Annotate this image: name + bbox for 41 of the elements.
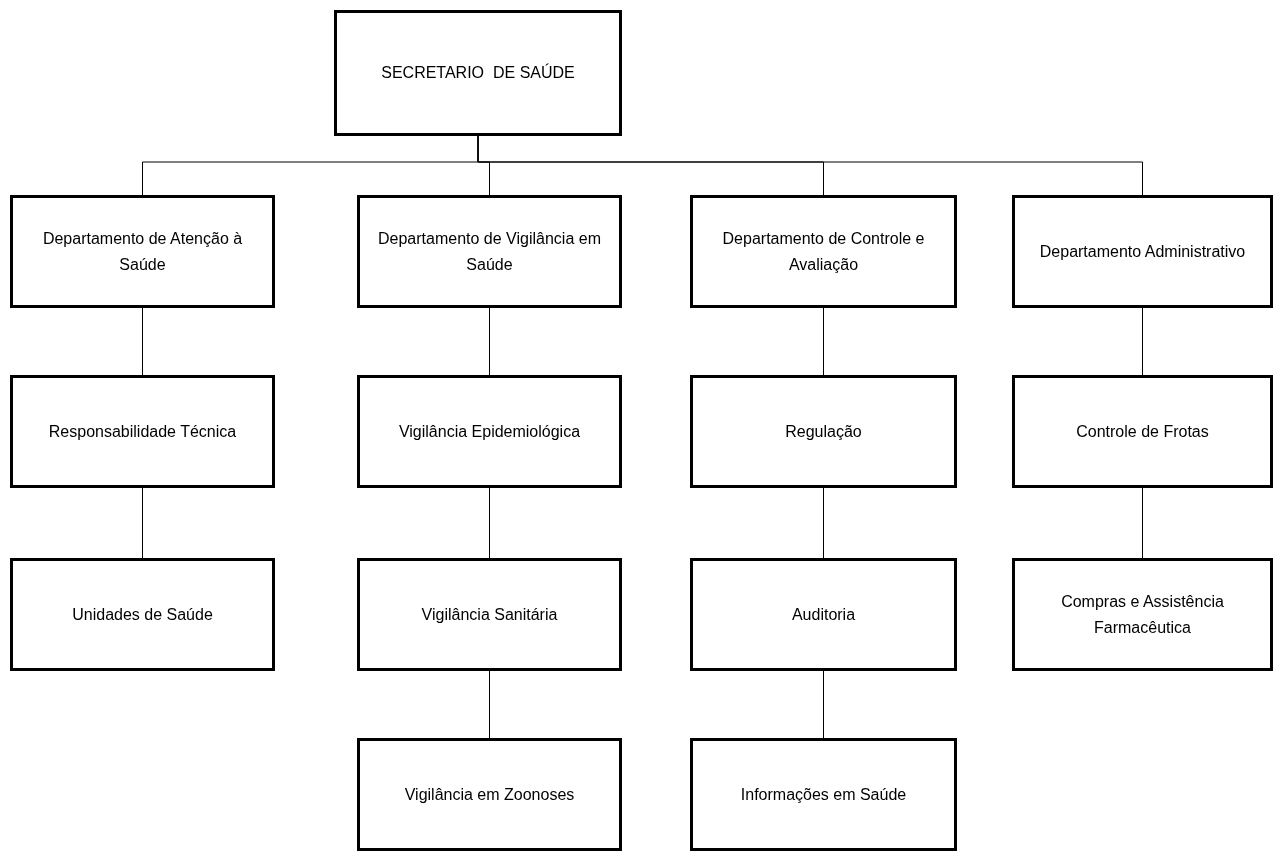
connector-line: [823, 307, 824, 376]
org-box: [690, 375, 957, 488]
org-box: [357, 375, 622, 488]
box-label: Departamento de Vigilância em Saúde: [377, 228, 602, 275]
connector-line: [489, 307, 490, 376]
box-label: SECRETARIO DE SAÚDE: [381, 62, 575, 83]
connector-line: [1142, 487, 1143, 559]
connector-line: [142, 307, 143, 376]
box-label: Compras e Assistência Farmacêutica: [1060, 591, 1225, 638]
connector-line: [477, 135, 1143, 196]
org-box: [10, 375, 275, 488]
connector-line: [142, 487, 143, 559]
box-label: Controle de Frotas: [1076, 421, 1209, 442]
org-box: [334, 10, 622, 136]
connector-line: [823, 487, 824, 559]
box-label: Responsabilidade Técnica: [48, 421, 237, 442]
connector-line: [489, 487, 490, 559]
box-label: Regulação: [785, 421, 862, 442]
org-box: [1012, 375, 1273, 488]
org-box: [10, 195, 275, 308]
box-label: Departamento de Controle e Avaliação: [721, 228, 926, 275]
org-box: [357, 558, 622, 671]
connector-line: [823, 670, 824, 739]
org-box: [357, 195, 622, 308]
org-box: [690, 558, 957, 671]
org-box: [10, 558, 275, 671]
org-box: [1012, 558, 1273, 671]
org-box: [690, 195, 957, 308]
box-label: Departamento Administrativo: [1039, 241, 1246, 262]
box-label: Vigilância em Zoonoses: [404, 784, 575, 805]
box-label: Auditoria: [791, 604, 856, 625]
org-box: [1012, 195, 1273, 308]
box-label: Informações em Saúde: [740, 784, 907, 805]
box-label: Unidades de Saúde: [72, 604, 213, 625]
org-box: [357, 738, 622, 851]
box-label: Departamento de Atenção à Saúde: [41, 228, 244, 275]
box-label: Vigilância Sanitária: [421, 604, 558, 625]
box-label: Vigilância Epidemiológica: [398, 421, 581, 442]
org-box: [690, 738, 957, 851]
connector-line: [489, 670, 490, 739]
connector-line: [1142, 307, 1143, 376]
